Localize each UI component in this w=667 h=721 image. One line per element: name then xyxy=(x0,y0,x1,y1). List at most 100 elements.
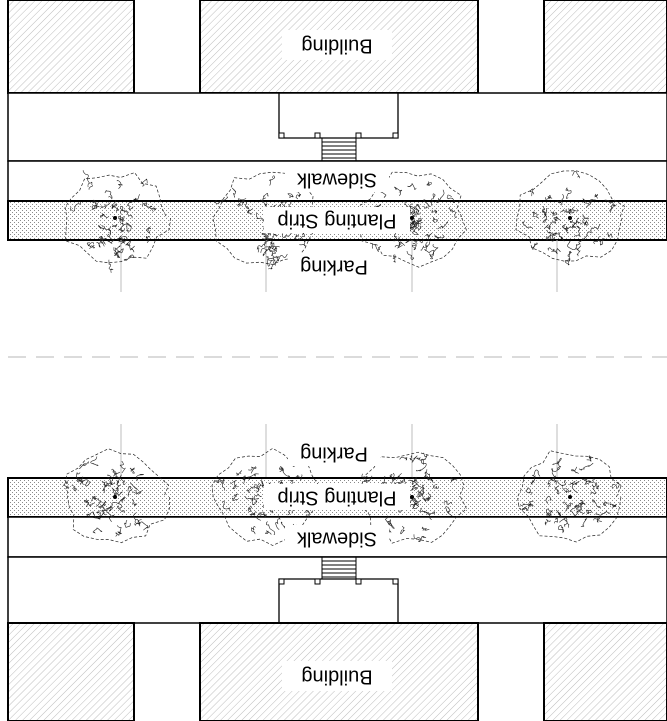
tree-leaf-scribble xyxy=(542,215,548,223)
tree-outline xyxy=(517,450,622,543)
front-yard xyxy=(7,556,667,624)
tree-leaf-scribble xyxy=(120,205,126,212)
tree-leaf-scribble xyxy=(394,186,403,197)
tree-leaf-scribble xyxy=(387,521,395,529)
tree-leaf-scribble xyxy=(582,214,589,226)
tree-leaf-scribble xyxy=(590,484,597,494)
tree-leaf-scribble xyxy=(111,502,123,509)
tree-leaf-scribble xyxy=(87,181,93,190)
tree-leaf-scribble xyxy=(557,480,566,487)
tree-leaf-scribble xyxy=(114,245,121,254)
tree-leaf-scribble xyxy=(244,496,254,501)
tree-leaf-scribble xyxy=(578,462,594,471)
tree-leaf-scribble xyxy=(553,516,558,524)
sidewalk-label: Sidewalk xyxy=(296,528,377,550)
tree-leaf-scribble xyxy=(585,198,596,209)
tree-leaf-scribble xyxy=(406,183,417,190)
tree-leaf-scribble xyxy=(106,511,115,522)
tree-leaf-scribble xyxy=(412,226,419,235)
tree-leaf-scribble xyxy=(127,200,134,211)
tree-leaf-scribble xyxy=(86,242,94,247)
tree-leaf-scribble xyxy=(92,516,102,520)
tree-leaf-scribble xyxy=(89,245,95,249)
tree-leaf-scribble xyxy=(544,519,551,526)
tree-leaf-scribble xyxy=(118,215,125,226)
tree-trunk-dot xyxy=(113,495,117,499)
tree-leaf-scribble xyxy=(594,193,598,199)
tree-leaf-scribble xyxy=(264,245,273,252)
tree-leaf-scribble xyxy=(422,494,430,502)
tree-leaf-scribble xyxy=(433,484,439,489)
tree-leaf-scribble xyxy=(571,510,585,517)
tree-leaf-scribble xyxy=(531,469,541,479)
parking-label: Parking xyxy=(300,443,368,465)
porch-post xyxy=(392,578,399,585)
tree-leaf-scribble xyxy=(562,224,569,234)
tree-leaf-scribble xyxy=(389,474,396,484)
porch-post xyxy=(278,578,285,585)
tree-leaf-scribble xyxy=(105,506,113,512)
tree-leaf-scribble xyxy=(550,211,558,216)
tree-leaf-scribble xyxy=(392,254,396,263)
hatched-lot-right xyxy=(543,0,667,94)
tree-leaf-scribble xyxy=(124,520,131,528)
tree-leaf-scribble xyxy=(595,510,611,516)
parking-label-bg xyxy=(288,440,380,466)
front-yard xyxy=(7,92,667,162)
tree-leaf-scribble xyxy=(566,503,573,508)
tree-leaf-scribble xyxy=(583,478,590,485)
tree-leaf-scribble xyxy=(584,220,589,226)
tree-leaf-scribble xyxy=(79,461,89,470)
tree-leaf-scribble xyxy=(449,477,458,483)
tree-leaf-scribble xyxy=(119,237,125,244)
tree-leaf-scribble xyxy=(100,202,110,209)
tree-leaf-scribble xyxy=(134,519,142,526)
tree-leaf-scribble xyxy=(423,469,430,481)
tree-leaf-scribble xyxy=(103,481,109,488)
planting-strip-label: Planting Strip xyxy=(278,487,397,509)
tree-leaf-scribble xyxy=(263,235,272,242)
tree-leaf-scribble xyxy=(104,227,111,232)
tree-outline xyxy=(65,448,170,544)
tree-leaf-scribble xyxy=(247,473,259,480)
tree-leaf-scribble xyxy=(116,525,122,535)
tree-leaf-scribble xyxy=(527,500,534,508)
tree-leaf-scribble xyxy=(305,508,311,517)
tree-leaf-scribble xyxy=(593,236,600,245)
tree-leaf-scribble xyxy=(115,480,121,491)
sidewalk-label-bg xyxy=(285,166,389,192)
tree-trunk-dot xyxy=(410,216,414,220)
tree-leaf-scribble xyxy=(76,478,84,485)
tree-leaf-scribble xyxy=(251,500,258,506)
tree-leaf-scribble xyxy=(99,236,107,242)
tree-leaf-scribble xyxy=(607,232,613,238)
tree-leaf-scribble xyxy=(127,486,133,496)
tree-leaf-scribble xyxy=(610,204,617,213)
tree-leaf-scribble xyxy=(129,467,135,474)
parking-lines xyxy=(120,424,558,478)
planting-strip-label-bg xyxy=(264,484,410,510)
tree-leaf-scribble xyxy=(569,481,580,486)
tree-leaf-scribble xyxy=(271,254,279,260)
tree-leaf-scribble xyxy=(424,241,431,254)
porch-post xyxy=(278,132,285,139)
tree-leaf-scribble xyxy=(247,505,252,513)
tree-leaf-scribble xyxy=(409,455,418,463)
tree-leaf-scribble xyxy=(561,487,572,493)
tree-leaf-scribble xyxy=(83,499,90,504)
tree-leaf-scribble xyxy=(576,234,589,246)
porch-post xyxy=(314,578,321,585)
tree-leaf-scribble xyxy=(133,194,140,201)
tree-leaf-scribble xyxy=(136,473,144,481)
tree-leaf-scribble xyxy=(232,493,239,501)
tree-leaf-scribble xyxy=(242,475,246,484)
tree-leaf-scribble xyxy=(237,198,247,204)
tree-leaf-scribble xyxy=(295,474,303,481)
tree-leaf-scribble xyxy=(70,201,81,212)
tree-leaf-scribble xyxy=(269,175,276,186)
tree-leaf-scribble xyxy=(569,217,580,224)
tree-leaf-scribble xyxy=(130,482,138,494)
tree-leaf-scribble xyxy=(270,233,278,239)
tree-leaf-scribble xyxy=(400,525,406,535)
